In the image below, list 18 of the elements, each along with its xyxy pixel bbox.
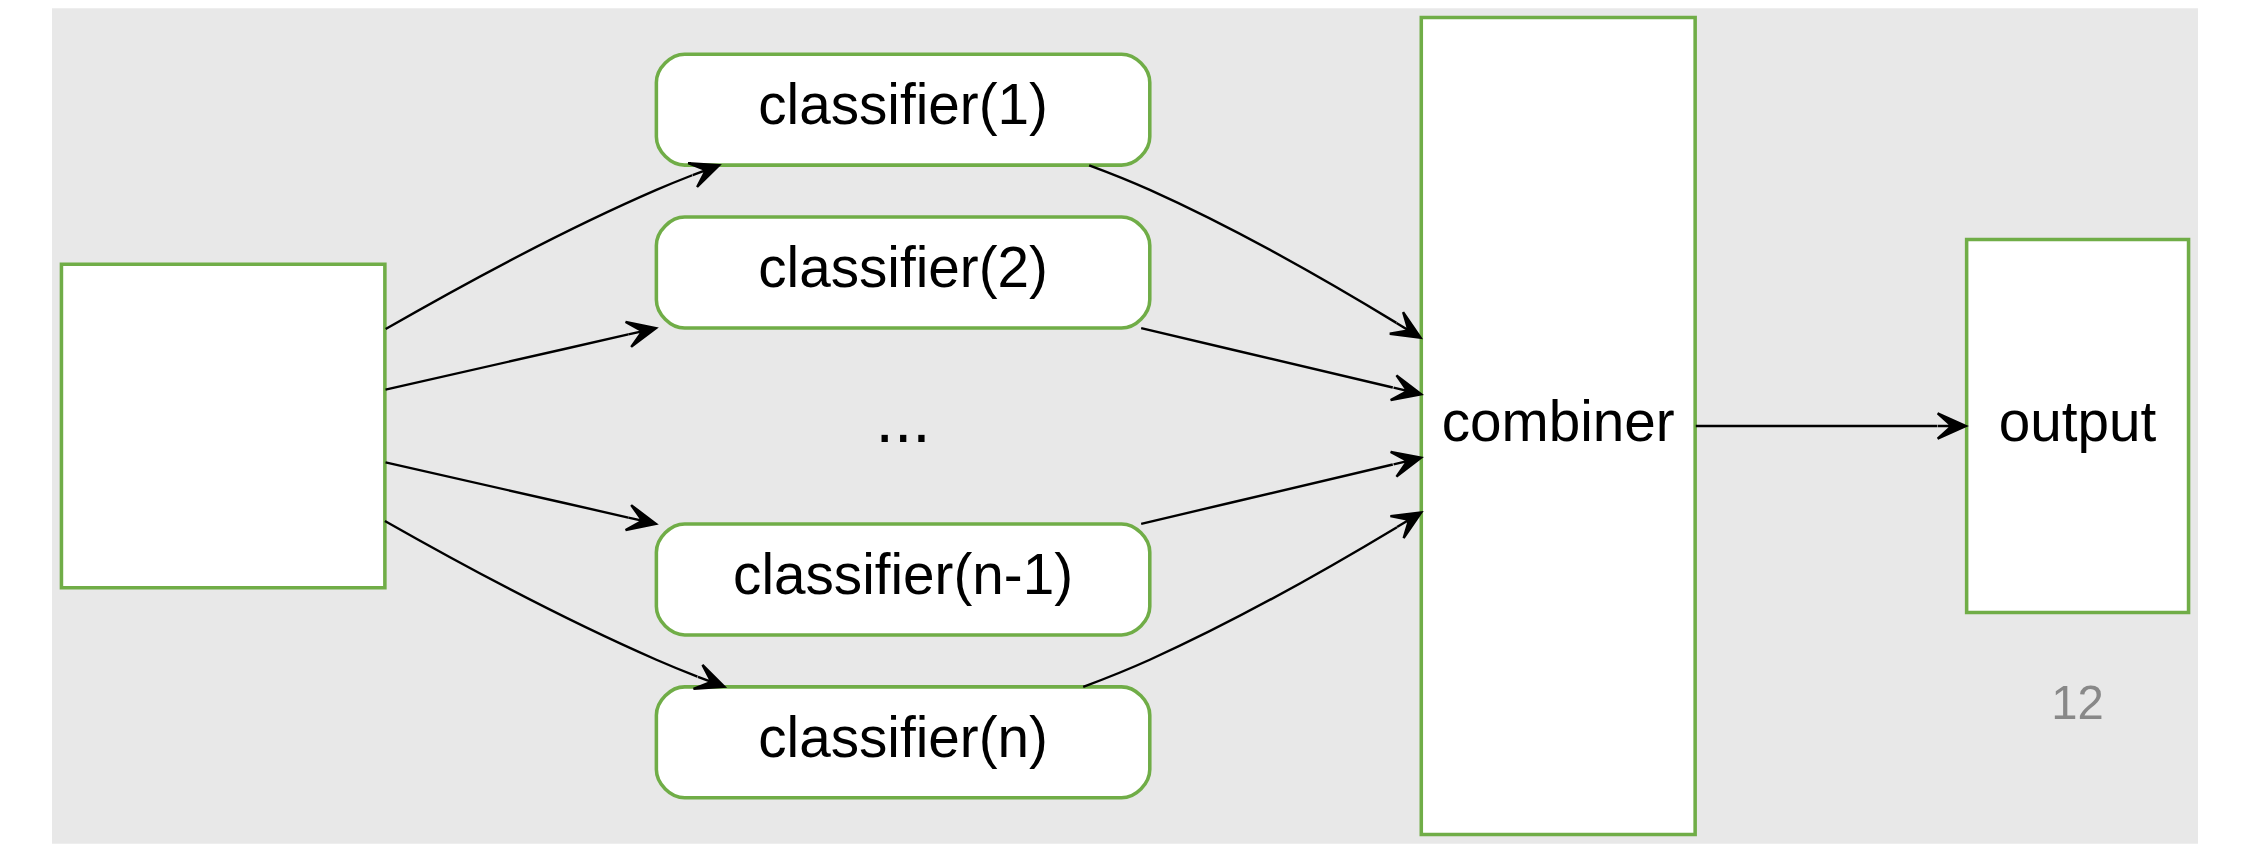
node-box: combiner xyxy=(1419,15,1697,837)
arrow xyxy=(384,161,720,331)
arrow xyxy=(1140,327,1422,402)
arrow xyxy=(1695,412,1967,440)
label: ... xyxy=(875,382,931,457)
node-box: classifier(2) xyxy=(654,215,1152,330)
arrow xyxy=(1088,164,1422,339)
node-box xyxy=(59,262,387,590)
arrow xyxy=(1082,511,1422,688)
node-box: classifier(n-1) xyxy=(654,522,1152,637)
node-box: classifier(1) xyxy=(654,52,1152,167)
label: 12 xyxy=(2050,675,2104,729)
arrow xyxy=(383,519,726,690)
arrow xyxy=(384,461,657,532)
arrow xyxy=(1140,450,1422,525)
node-box: output xyxy=(1964,237,2190,615)
node-box: classifier(n) xyxy=(654,685,1152,800)
arrow xyxy=(384,320,657,391)
